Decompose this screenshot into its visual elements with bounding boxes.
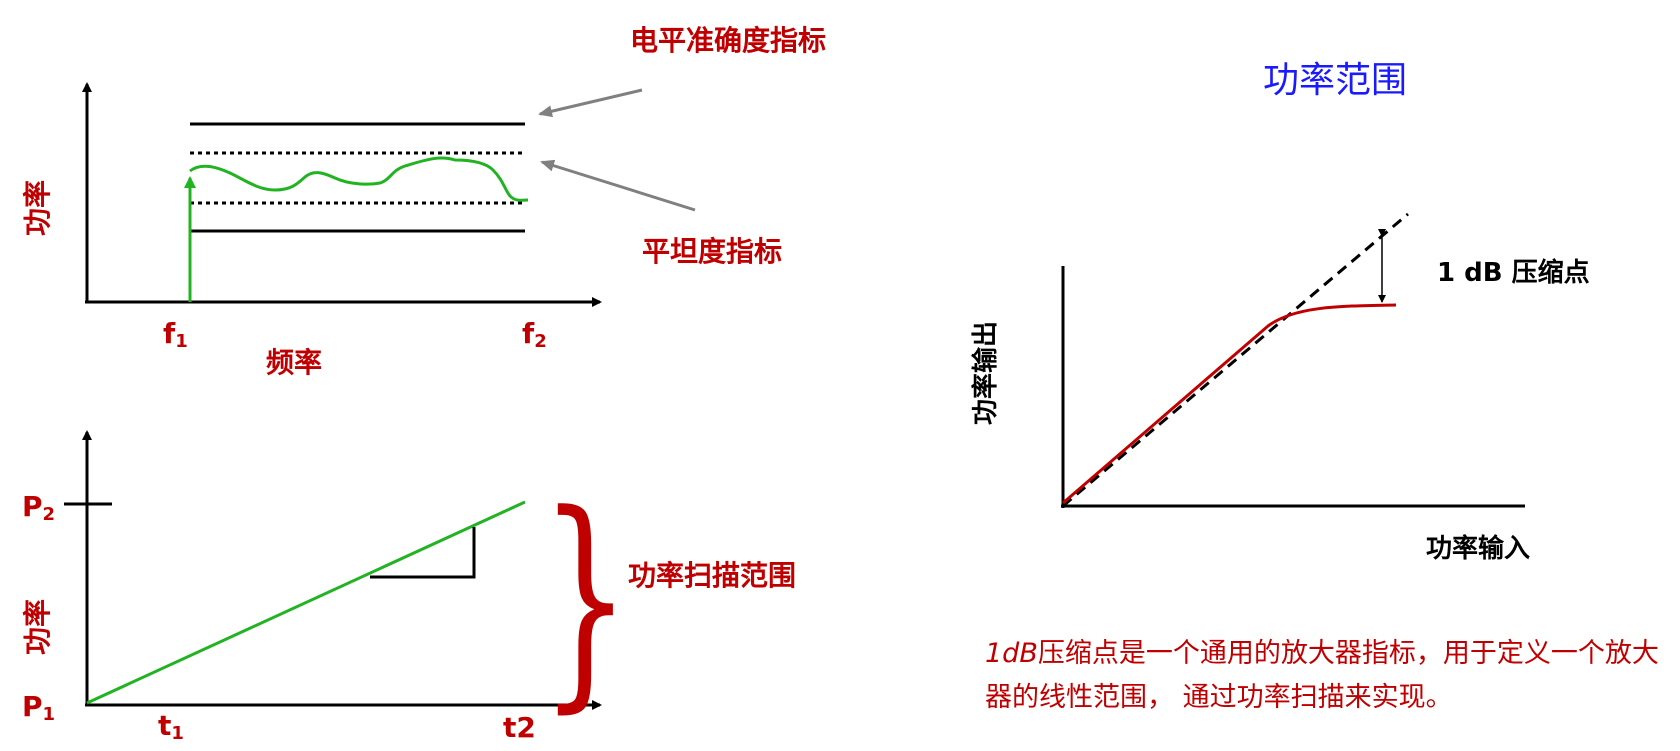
sweep-range-label: 功率扫描范围 xyxy=(628,559,796,592)
f1-tick-label: f1 xyxy=(163,317,188,352)
comp-x-axis-label: 功率输入 xyxy=(1426,533,1530,564)
t2-tick-label: t2 xyxy=(503,711,536,744)
t1-tick-label: t1 xyxy=(158,709,184,744)
p2-label: P2 xyxy=(22,490,55,525)
flatness-pointer xyxy=(540,159,696,212)
compression-point-label: 1 dB 压缩点 xyxy=(1437,257,1590,288)
sweep-ramp xyxy=(86,500,526,705)
amplifier-response-curve xyxy=(1062,303,1397,505)
level-accuracy-pointer xyxy=(538,88,643,118)
level-accuracy-label: 电平准确度指标 xyxy=(630,24,826,57)
freq-x-axis-label: 频率 xyxy=(266,346,322,379)
comp-y-axis-label: 功率输出 xyxy=(970,321,1001,425)
compression-caption: 1dB压缩点是一个通用的放大器指标，用于定义一个放大器的线性范围， 通过功率扫描… xyxy=(985,632,1675,720)
ideal-linear-line xyxy=(1062,212,1409,508)
brace-icon: } xyxy=(540,465,631,733)
compression-title: 功率范围 xyxy=(1263,60,1407,101)
f2-tick-label: f2 xyxy=(522,317,547,352)
caption-text: 压缩点是一个通用的放大器指标，用于定义一个放大器的线性范围， 通过功率扫描来实现… xyxy=(985,638,1659,713)
sweep-y-axis-label: 功率 xyxy=(21,599,54,655)
power-trace xyxy=(189,156,529,202)
compression-panel: 功率范围 1 dB 压缩点 功率输出 功率输入 xyxy=(970,60,1590,564)
frequency-panel: 电平准确度指标 平坦度指标 功率 f1 f2 频率 xyxy=(21,24,826,379)
p1-label: P1 xyxy=(22,690,55,725)
caption-italic: 1dB xyxy=(985,638,1038,669)
sweep-panel: } 功率扫描范围 P2 P1 功率 t1 t2 xyxy=(21,430,796,744)
flatness-label: 平坦度指标 xyxy=(642,235,782,268)
slope-indicator xyxy=(370,527,476,579)
freq-y-axis-label: 功率 xyxy=(21,180,54,236)
